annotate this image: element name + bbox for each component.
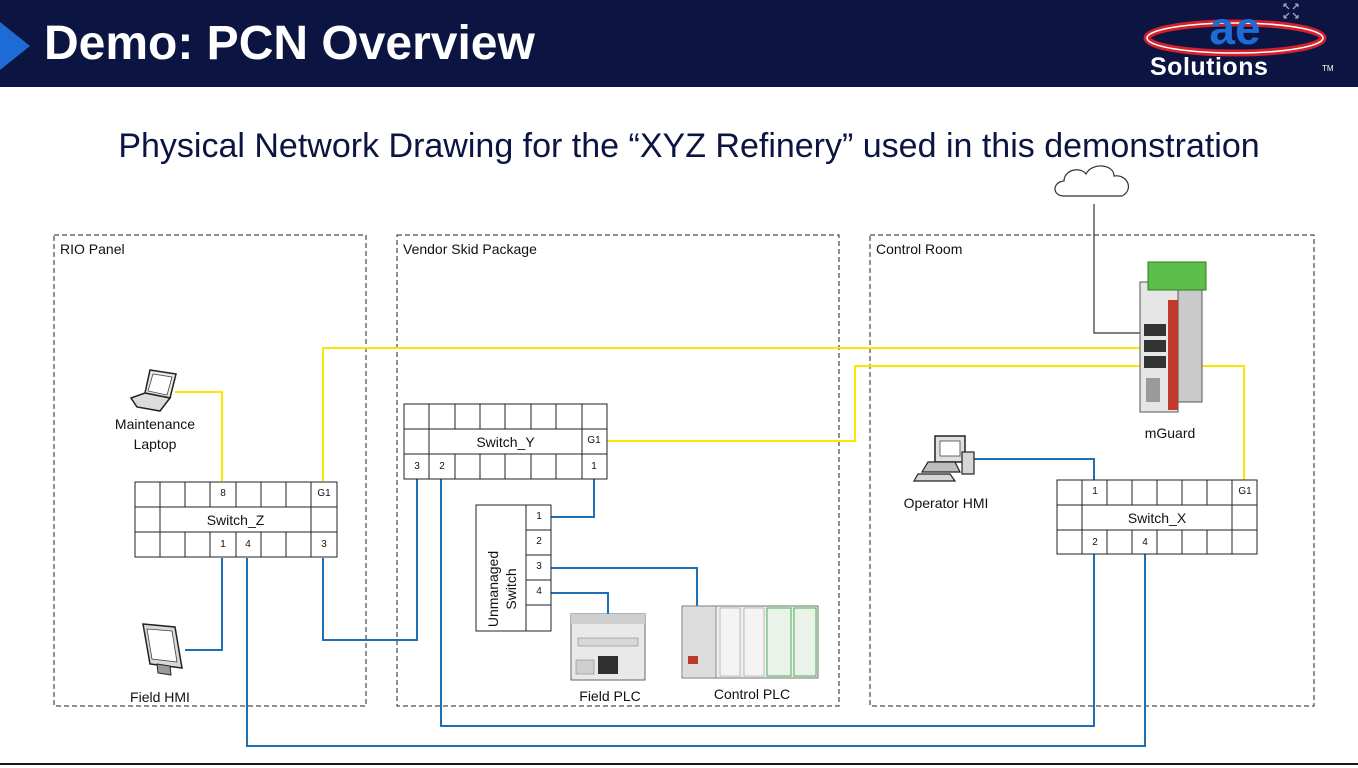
link-field-hmi-switch-z xyxy=(185,558,223,651)
operator-hmi-icon xyxy=(912,435,975,482)
logo-trademark: TM xyxy=(1322,64,1334,73)
switch-z-port-3: 3 xyxy=(321,539,327,550)
label-maintenance-line2: Laptop xyxy=(133,436,177,452)
cloud-icon xyxy=(1054,165,1130,197)
label-field-plc: Field PLC xyxy=(579,688,641,704)
header-arrow-icon xyxy=(0,22,30,70)
expand-icon[interactable] xyxy=(1283,3,1299,19)
label-operator-hmi: Operator HMI xyxy=(903,495,989,511)
unmanaged-port-1: 1 xyxy=(536,511,542,522)
switch-y-port-1: 1 xyxy=(591,461,597,472)
zone-label-control: Control Room xyxy=(876,241,963,257)
unmanaged-port-2: 2 xyxy=(536,536,542,547)
link-laptop-switch-z xyxy=(175,391,223,481)
link-switch-z-switch-y xyxy=(322,479,418,641)
slide-title: Demo: PCN Overview xyxy=(44,17,535,70)
switch-y-port-2: 2 xyxy=(439,461,445,472)
switch-z-port-1: 1 xyxy=(220,539,226,550)
link-switch-z-mguard xyxy=(322,347,1148,481)
switch-y-port-3: 3 xyxy=(414,461,420,472)
switch-x-port-2: 2 xyxy=(1092,537,1098,548)
unmanaged-label-line1: Unmanaged xyxy=(485,550,501,628)
header-bar: Demo: PCN Overview ae Solutions TM xyxy=(0,0,1358,87)
link-switch-z-switch-x xyxy=(246,554,1146,747)
field-hmi-icon xyxy=(142,623,183,676)
switch-x-port-1: 1 xyxy=(1092,486,1098,497)
control-plc-icon xyxy=(681,605,819,679)
link-unmanaged-control-plc xyxy=(551,567,698,608)
link-switch-y-unmanaged xyxy=(551,479,595,518)
zone-vendor-skid xyxy=(396,234,840,707)
switch-y-body xyxy=(403,403,608,480)
mguard-icon xyxy=(1139,261,1207,413)
label-control-plc: Control PLC xyxy=(713,686,791,702)
zone-rio-panel xyxy=(53,234,367,707)
label-mguard: mGuard xyxy=(1144,425,1196,441)
link-switch-y-switch-x xyxy=(440,479,1095,727)
label-field-hmi: Field HMI xyxy=(130,689,190,705)
link-operator-hmi-switch-x xyxy=(972,458,1095,481)
unmanaged-port-4: 4 xyxy=(536,586,542,597)
switch-z-port-8: 8 xyxy=(220,488,226,499)
switch-x-body xyxy=(1056,479,1258,555)
switch-x-port-g1: G1 xyxy=(1238,486,1252,497)
switch-z-body xyxy=(134,481,338,558)
unmanaged-port-3: 3 xyxy=(536,561,542,572)
unmanaged-switch-body xyxy=(475,504,552,632)
laptop-icon xyxy=(129,369,177,412)
zone-label-vendor: Vendor Skid Package xyxy=(403,241,537,257)
svg-text:ae: ae xyxy=(1209,2,1260,54)
switch-y-name: Switch_Y xyxy=(476,434,535,450)
logo-text: Solutions xyxy=(1150,53,1269,81)
zone-control-room xyxy=(869,234,1315,707)
switch-y-port-g1: G1 xyxy=(587,435,601,446)
link-unmanaged-field-plc xyxy=(551,592,609,614)
switch-x-port-4: 4 xyxy=(1142,537,1148,548)
switch-z-name: Switch_Z xyxy=(206,512,265,528)
label-maintenance-line1: Maintenance xyxy=(114,416,196,432)
link-cloud-mguard xyxy=(1093,204,1148,334)
link-switch-y-mguard xyxy=(607,365,1148,442)
switch-z-port-4: 4 xyxy=(245,539,251,550)
ae-solutions-logo: ae xyxy=(1143,2,1327,57)
label-maintenance-laptop: Maintenance Laptop xyxy=(100,414,210,454)
bottom-rule xyxy=(0,763,1358,765)
field-plc-icon xyxy=(570,613,646,681)
unmanaged-label-line2: Switch xyxy=(503,568,519,610)
zone-label-rio: RIO Panel xyxy=(60,241,125,257)
unmanaged-switch-label: Unmanaged Switch xyxy=(484,531,524,647)
switch-x-name: Switch_X xyxy=(1127,510,1187,526)
slide-subtitle: Physical Network Drawing for the “XYZ Re… xyxy=(118,127,1260,165)
switch-z-port-g1: G1 xyxy=(317,488,331,499)
